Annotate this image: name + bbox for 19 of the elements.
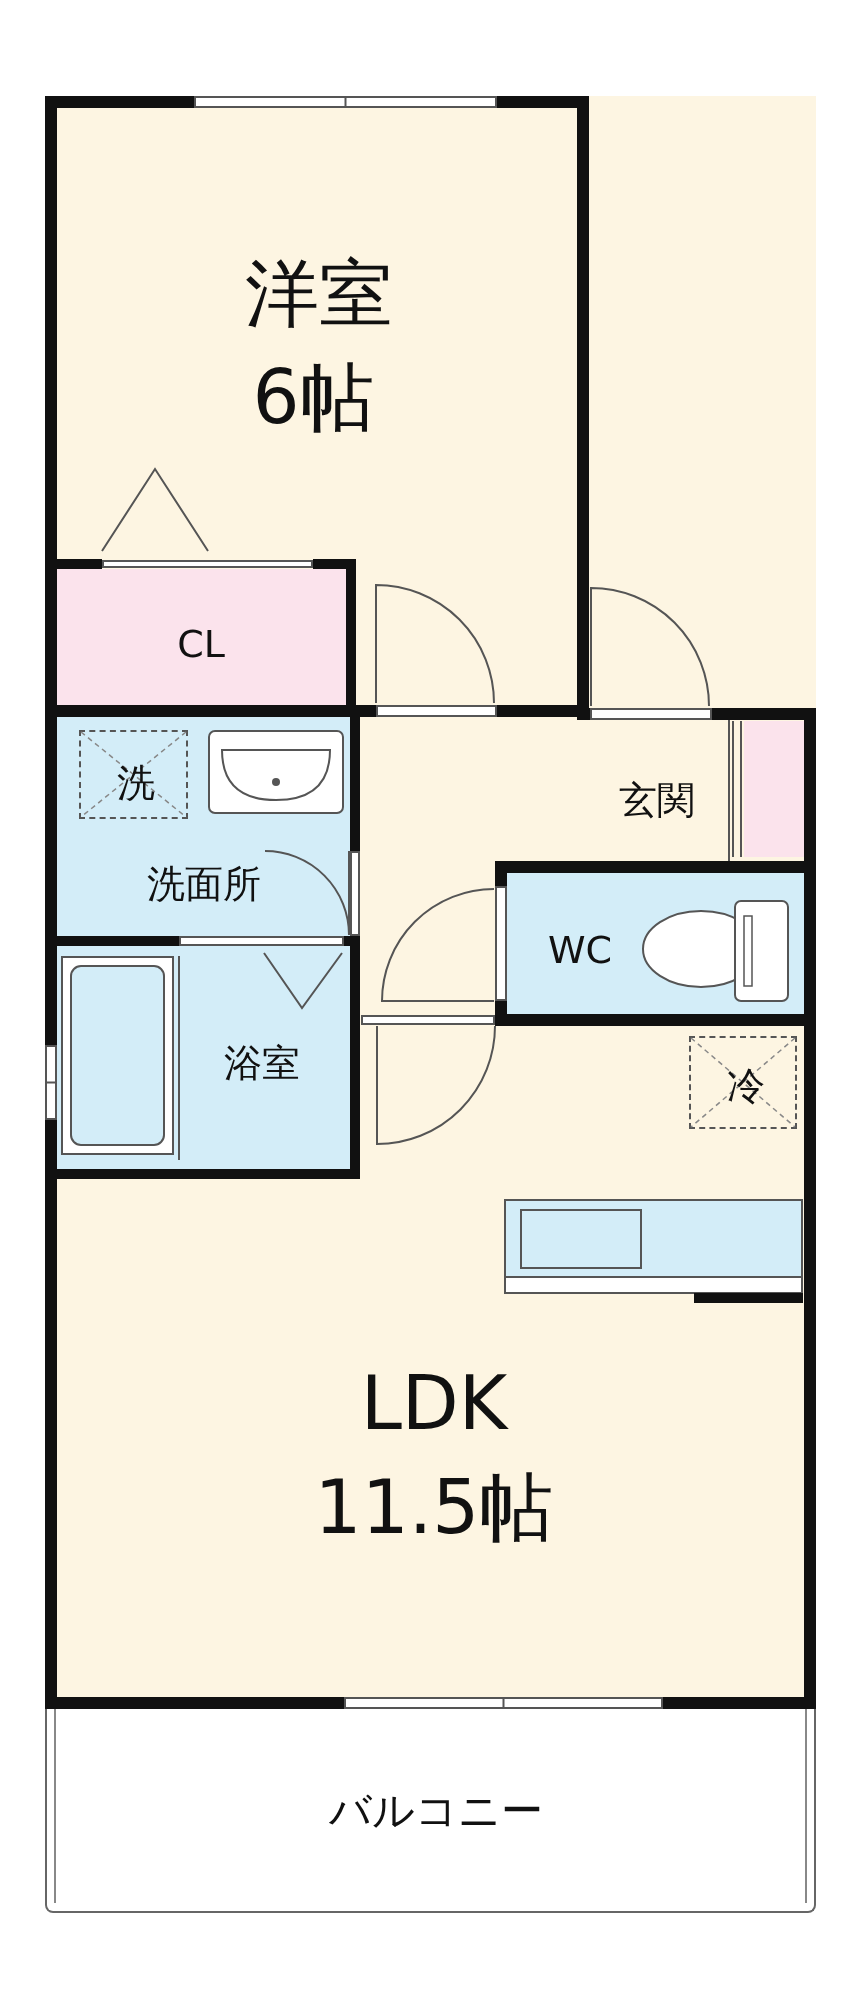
room-label: 冷 [727,1067,765,1105]
room-label: CL [177,625,225,663]
balcony [45,1709,816,1913]
room-label: 玄関 [619,781,695,819]
room-label: WC [547,931,613,969]
room-label: バルコニー [329,1790,543,1832]
washer-space [79,730,188,819]
room [57,717,350,936]
bathroom [57,946,350,1169]
toilet-room [507,873,804,1014]
room-label: 浴室 [224,1044,300,1082]
room-label: 6帖 [252,360,374,434]
room-label: 洗面所 [147,865,261,903]
closet [57,569,346,705]
room-label: 洗 [117,764,155,802]
room-label: LDK [360,1366,508,1440]
fridge-space [689,1036,797,1129]
room-label: 11.5帖 [314,1470,554,1544]
room-label: 洋室 [245,256,393,330]
